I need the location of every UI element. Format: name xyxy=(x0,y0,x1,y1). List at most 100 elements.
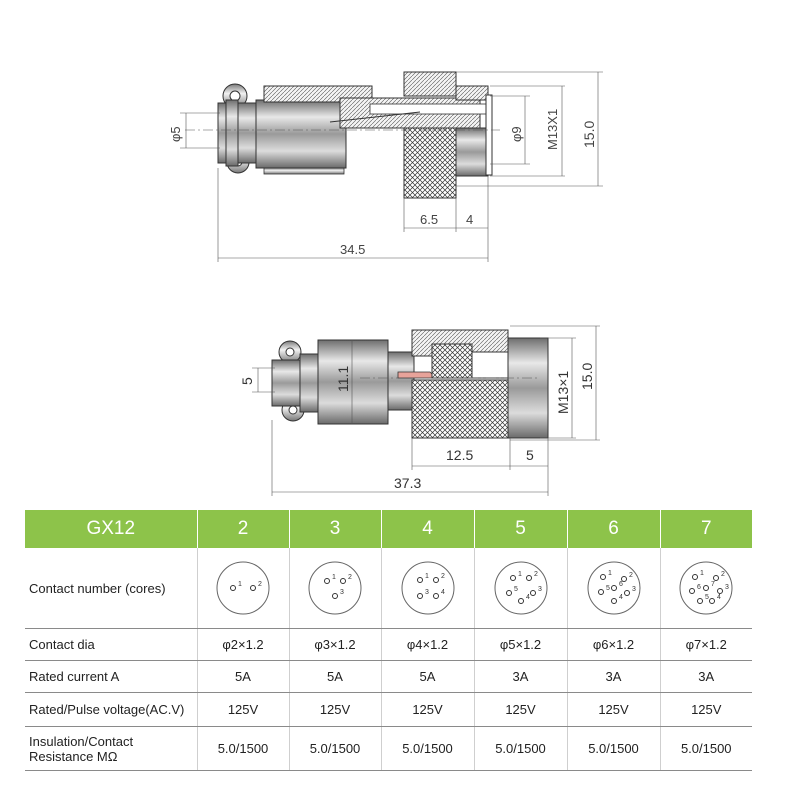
cell-value: 125V xyxy=(289,692,382,727)
pin-number-label: 1 xyxy=(518,571,522,578)
dim-height-top: 15.0 xyxy=(581,121,597,148)
row-label-contact-dia: Contact dia xyxy=(25,628,198,661)
cell-value: 125V xyxy=(660,692,752,727)
pin-layout-cell: 1 2 3 4 5 xyxy=(474,548,568,629)
header-model: GX12 xyxy=(25,510,198,548)
pin-number-label: 6 xyxy=(619,581,623,588)
dim-11-1: 11.1 xyxy=(335,366,351,392)
pin-contact xyxy=(250,585,256,591)
pin-contact xyxy=(620,576,627,582)
pin-number-label: 3 xyxy=(725,584,729,591)
pin-face-outline xyxy=(216,561,270,615)
dim-thread-bottom: M13×1 xyxy=(555,371,571,414)
dim-thread-top: M13X1 xyxy=(545,109,560,150)
insulation-label-line1: Insulation/Contact xyxy=(29,733,134,749)
pin-number-label: 2 xyxy=(258,581,262,588)
pin-contact xyxy=(505,590,512,596)
pin-number-label: 6 xyxy=(697,584,701,591)
pin-number-label: 7 xyxy=(711,581,715,588)
pin-contact xyxy=(416,577,423,583)
cell-value: φ7×1.2 xyxy=(660,628,752,661)
pin-contact xyxy=(709,598,716,604)
dim-phi5: φ5 xyxy=(168,126,183,142)
cell-value: 5.0/1500 xyxy=(474,726,568,771)
row-label-rated-current: Rated current A xyxy=(25,660,198,693)
pin-contact xyxy=(697,598,704,604)
cell-value: 125V xyxy=(474,692,568,727)
table-row: Rated current A 5A 5A 5A 3A 3A 3A xyxy=(25,660,752,693)
pin-contact xyxy=(713,575,720,581)
cell-value: 5.0/1500 xyxy=(197,726,290,771)
pin-layout-5: 1 2 3 4 5 xyxy=(494,561,547,615)
pin-number-label: 2 xyxy=(629,572,633,579)
pin-number-label: 2 xyxy=(348,574,352,581)
pin-number-label: 1 xyxy=(700,570,704,577)
cell-value: 5.0/1500 xyxy=(567,726,661,771)
pin-number-label: 5 xyxy=(514,586,518,593)
dim-6-5: 6.5 xyxy=(420,212,438,227)
header-col-4: 4 xyxy=(381,510,475,548)
pin-layout-3: 1 2 3 xyxy=(308,561,362,615)
pin-number-label: 1 xyxy=(608,570,612,577)
header-col-5: 5 xyxy=(474,510,568,548)
pin-face-outline xyxy=(308,561,362,615)
row-label-rated-voltage: Rated/Pulse voltage(AC.V) xyxy=(25,692,198,727)
dim-height-bottom: 15.0 xyxy=(579,363,595,390)
pin-contact xyxy=(332,593,338,599)
pin-number-label: 2 xyxy=(721,571,725,578)
dim-4: 4 xyxy=(466,212,473,227)
cell-value: φ2×1.2 xyxy=(197,628,290,661)
pin-contact xyxy=(689,588,696,594)
pin-contact xyxy=(517,598,524,604)
table-row: Insulation/Contact Resistance MΩ 5.0/150… xyxy=(25,726,752,771)
cell-value: 5A xyxy=(289,660,382,693)
pin-number-label: 2 xyxy=(534,571,538,578)
cell-value: φ6×1.2 xyxy=(567,628,661,661)
row-label-contact-number: Contact number (cores) xyxy=(25,548,198,629)
pin-face-outline xyxy=(401,561,454,615)
pin-number-label: 3 xyxy=(538,586,542,593)
table-row: Contact dia φ2×1.2 φ3×1.2 φ4×1.2 φ5×1.2 … xyxy=(25,628,752,661)
row-label-insulation: Insulation/Contact Resistance MΩ xyxy=(25,726,198,771)
pin-number-label: 5 xyxy=(705,594,709,601)
pin-contact xyxy=(597,589,604,595)
pin-number-label: 1 xyxy=(332,574,336,581)
cell-value: 5A xyxy=(197,660,290,693)
pin-layout-cell: 1 2 3 xyxy=(289,548,382,629)
connector-drawings: φ5 φ9 M13X1 15.0 6.5 4 34.5 xyxy=(168,71,603,496)
pin-number-label: 5 xyxy=(606,585,610,592)
pin-contact xyxy=(416,593,423,599)
table-row: Rated/Pulse voltage(AC.V) 125V 125V 125V… xyxy=(25,692,752,727)
pin-face-outline xyxy=(494,561,547,615)
pin-contact xyxy=(599,574,606,580)
pin-number-label: 1 xyxy=(425,573,429,580)
pin-contact xyxy=(623,590,630,596)
cell-value: 3A xyxy=(567,660,661,693)
pin-number-label: 4 xyxy=(526,594,530,601)
dim-phi9: φ9 xyxy=(509,126,524,142)
pin-contact xyxy=(610,598,617,604)
pin-number-label: 3 xyxy=(340,589,344,596)
dim-12-5: 12.5 xyxy=(446,447,473,463)
pin-contact xyxy=(509,575,516,581)
pin-number-label: 4 xyxy=(441,589,445,596)
dim-5-left: 5 xyxy=(239,377,255,385)
dim-34-5: 34.5 xyxy=(340,242,365,257)
spec-table: GX12 2 3 4 5 6 7 Contact number (cores) … xyxy=(25,510,752,771)
pin-contact xyxy=(529,590,536,596)
cell-value: φ3×1.2 xyxy=(289,628,382,661)
cell-value: 125V xyxy=(567,692,661,727)
cell-value: φ4×1.2 xyxy=(381,628,475,661)
cell-value: 3A xyxy=(474,660,568,693)
pin-contact xyxy=(324,578,330,584)
cell-value: 3A xyxy=(660,660,752,693)
pin-number-label: 3 xyxy=(632,586,636,593)
